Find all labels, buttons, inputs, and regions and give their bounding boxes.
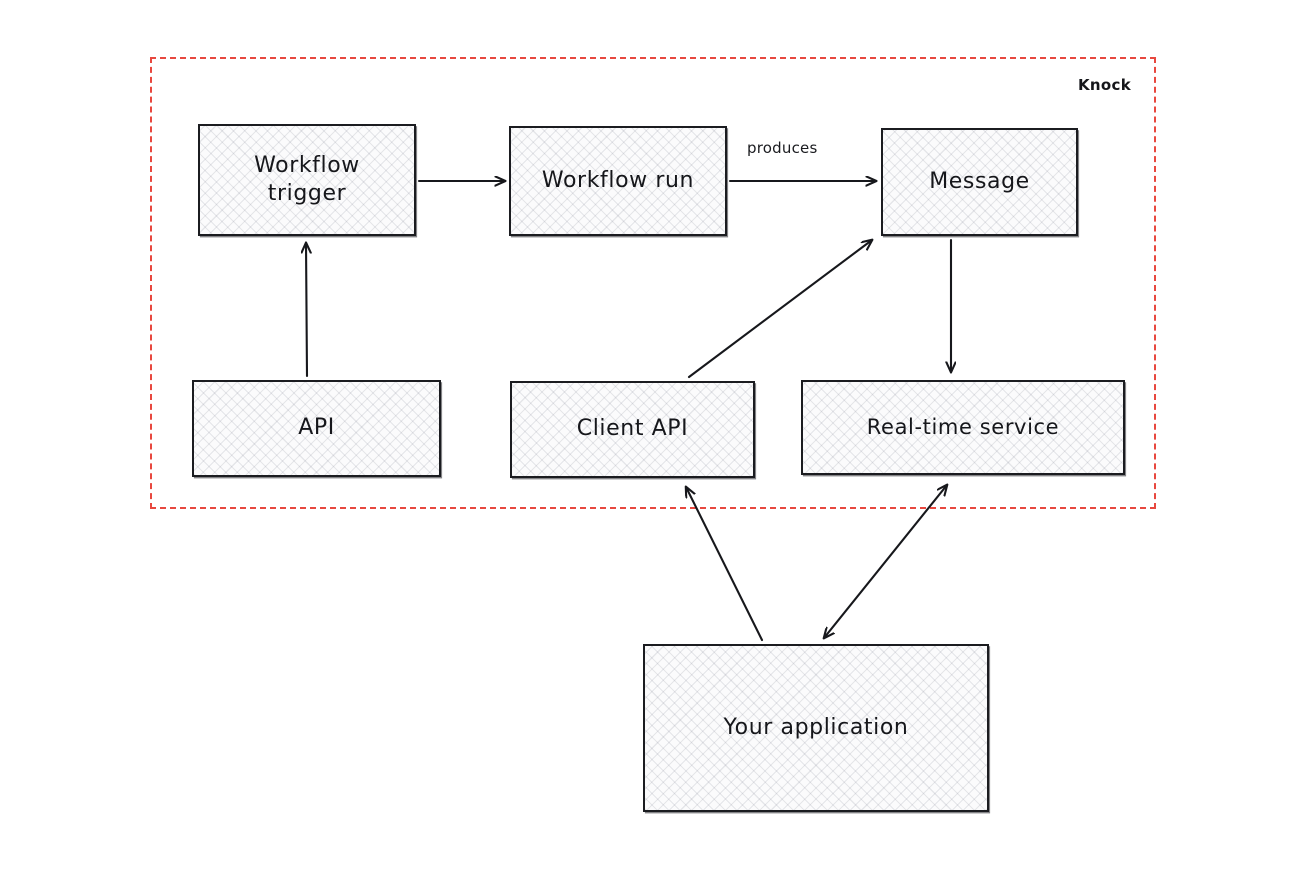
- knock-boundary-label: Knock: [1078, 76, 1131, 94]
- node-workflow-run-label: Workflow run: [541, 167, 695, 193]
- node-api[interactable]: API: [192, 380, 441, 477]
- edge-label-produces: produces: [747, 139, 818, 157]
- node-workflow-run[interactable]: Workflow run: [509, 126, 727, 236]
- node-api-label: API: [298, 415, 335, 441]
- node-message-label: Message: [929, 168, 1030, 194]
- node-your-application[interactable]: Your application: [643, 644, 989, 812]
- node-workflow-trigger-label: Workflow trigger: [254, 152, 360, 206]
- node-your-application-label: Your application: [723, 714, 909, 740]
- node-realtime-service-label: Real-time service: [866, 415, 1060, 440]
- node-workflow-trigger[interactable]: Workflow trigger: [198, 124, 416, 236]
- node-client-api[interactable]: Client API: [510, 381, 755, 478]
- node-message[interactable]: Message: [881, 128, 1078, 236]
- node-realtime-service[interactable]: Real-time service: [801, 380, 1125, 475]
- node-client-api-label: Client API: [576, 416, 689, 442]
- knock-boundary: [150, 57, 1156, 509]
- edge-app-to-client-api: [686, 487, 764, 642]
